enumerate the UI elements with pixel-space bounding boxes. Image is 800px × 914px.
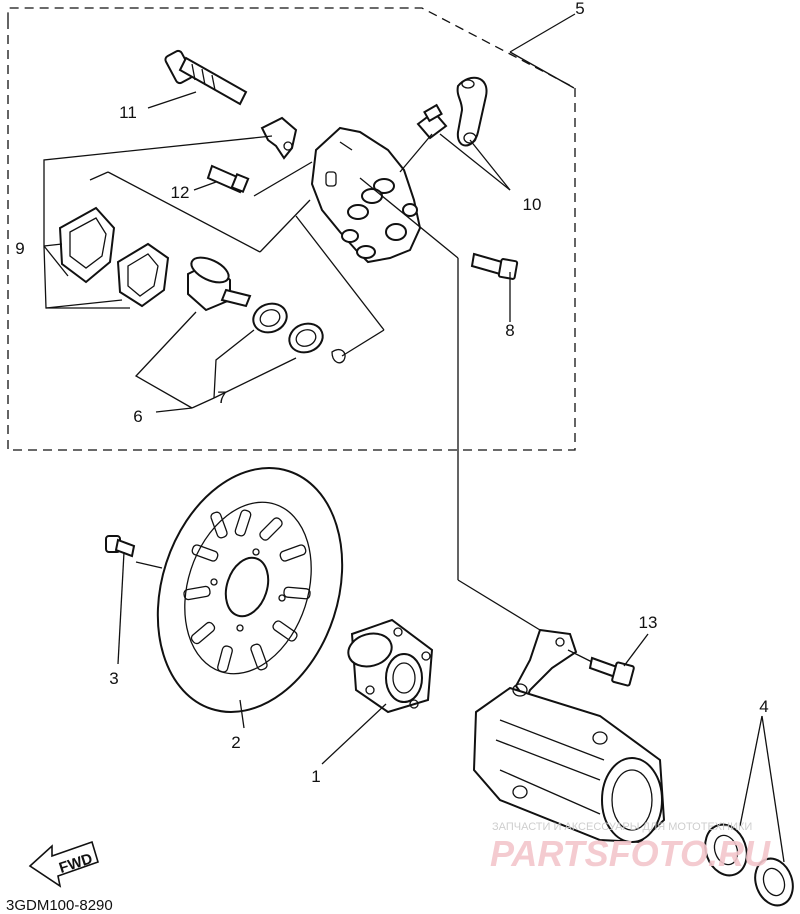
callout-4: 4 [759, 697, 768, 716]
bolt-part-11 [164, 49, 248, 106]
caliper-bracket [472, 628, 666, 844]
disc-bolt-part-3 [105, 535, 136, 558]
callout-1: 1 [311, 767, 320, 786]
watermark-brand: PARTSFOTO.RU [490, 833, 771, 874]
watermark-caption: ЗАПЧАСТИ И АКСЕССУАРЫ ДЛЯ МОТОТЕХНИКИ [492, 821, 752, 833]
diagram-code: 3GDM100-8290 [6, 897, 113, 914]
callout-5: 5 [575, 0, 584, 18]
callout-13: 13 [639, 613, 658, 632]
caliper-assembly-box [7, 7, 576, 451]
callout-3: 3 [109, 669, 118, 688]
callout-11: 11 [119, 103, 137, 122]
callout-10: 10 [523, 195, 542, 214]
pad-clip [260, 116, 298, 160]
leader-lines [43, 13, 785, 863]
watermark: ЗАПЧАСТИ И АКСЕССУАРЫ ДЛЯ МОТОТЕХНИКИ PA… [490, 821, 771, 874]
piston-seals-part-7 [252, 302, 346, 364]
fwd-arrow-icon: FWD [28, 840, 99, 888]
nuts-part-4 [704, 823, 794, 907]
caliper-body [310, 126, 422, 264]
callout-2: 2 [231, 733, 240, 752]
callout-8: 8 [505, 321, 514, 340]
hub-part-1 [347, 618, 434, 714]
callout-9: 9 [15, 239, 24, 258]
piston-part-6 [187, 256, 252, 312]
union-bolt-part-10 [416, 76, 488, 147]
brake-disc-part-2 [156, 467, 344, 713]
bolt-part-8 [470, 252, 519, 280]
bleed-screw-part-12 [206, 164, 250, 194]
callout-7: 7 [217, 388, 226, 407]
callout-labels: 1 2 3 4 5 6 7 8 9 10 11 12 13 [15, 0, 768, 786]
bolt-part-13 [588, 656, 635, 687]
callout-12: 12 [171, 183, 190, 202]
brake-pads-part-9 [58, 206, 170, 308]
callout-6: 6 [133, 407, 142, 426]
